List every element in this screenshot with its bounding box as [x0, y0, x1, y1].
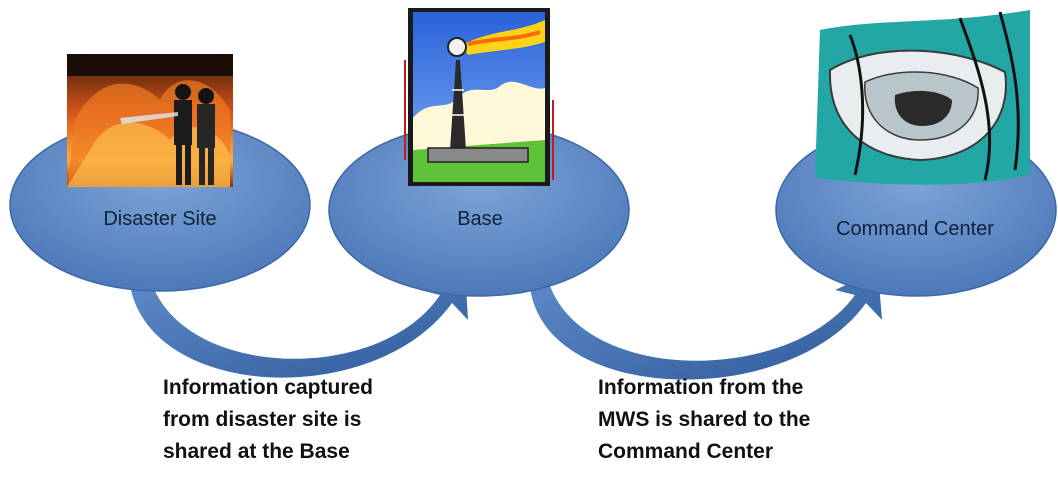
firefighters-photo: [67, 54, 233, 187]
caption-line: Information from the: [598, 376, 804, 399]
caption-line: shared at the Base: [163, 440, 350, 463]
pentagon-building-clipart: [815, 10, 1030, 185]
caption-line: Command Center: [598, 440, 774, 463]
caption-line: MWS is shared to the: [598, 408, 811, 431]
arrow-site-to-base: [130, 270, 468, 378]
caption-site-to-base: Information captured from disaster site …: [163, 372, 373, 468]
caption-base-to-command: Information from the MWS is shared to th…: [598, 372, 810, 468]
arrow-base-to-command: [530, 270, 882, 380]
caption-line: Information captured: [163, 376, 374, 399]
command-center-label: Command Center: [836, 218, 994, 240]
disaster-site-label: Disaster Site: [103, 208, 217, 230]
caption-line: from disaster site is: [163, 408, 362, 431]
base-label: Base: [457, 208, 503, 230]
radio-tower-clipart: [404, 8, 554, 186]
